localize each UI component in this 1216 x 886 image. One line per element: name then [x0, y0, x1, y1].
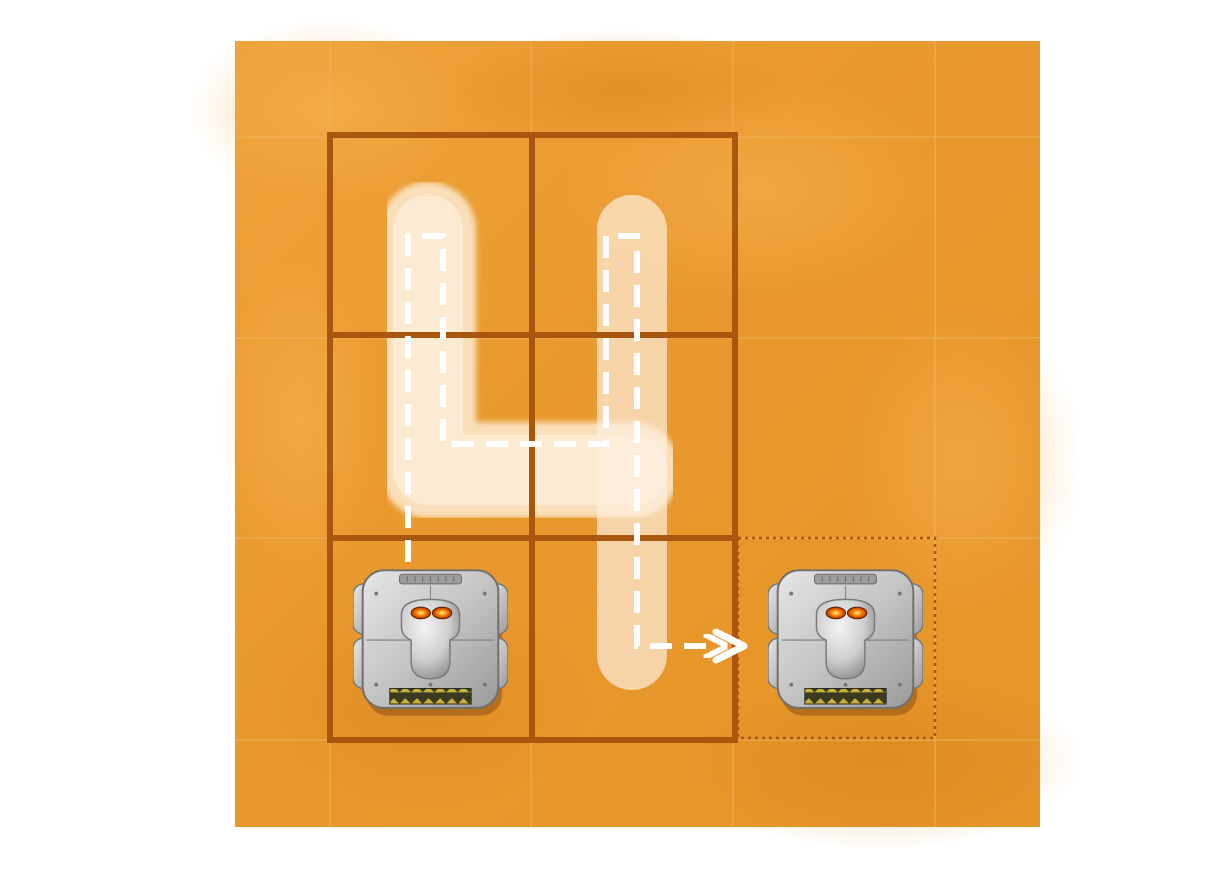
robot-start-icon[interactable]	[353, 569, 508, 717]
digit-four-trace	[380, 182, 680, 703]
path-arrow-icon	[712, 628, 748, 664]
movement-path	[405, 233, 718, 646]
robot-goal-icon	[768, 569, 923, 717]
goal-cell-outline	[736, 536, 937, 740]
puzzle-grid	[327, 132, 738, 743]
